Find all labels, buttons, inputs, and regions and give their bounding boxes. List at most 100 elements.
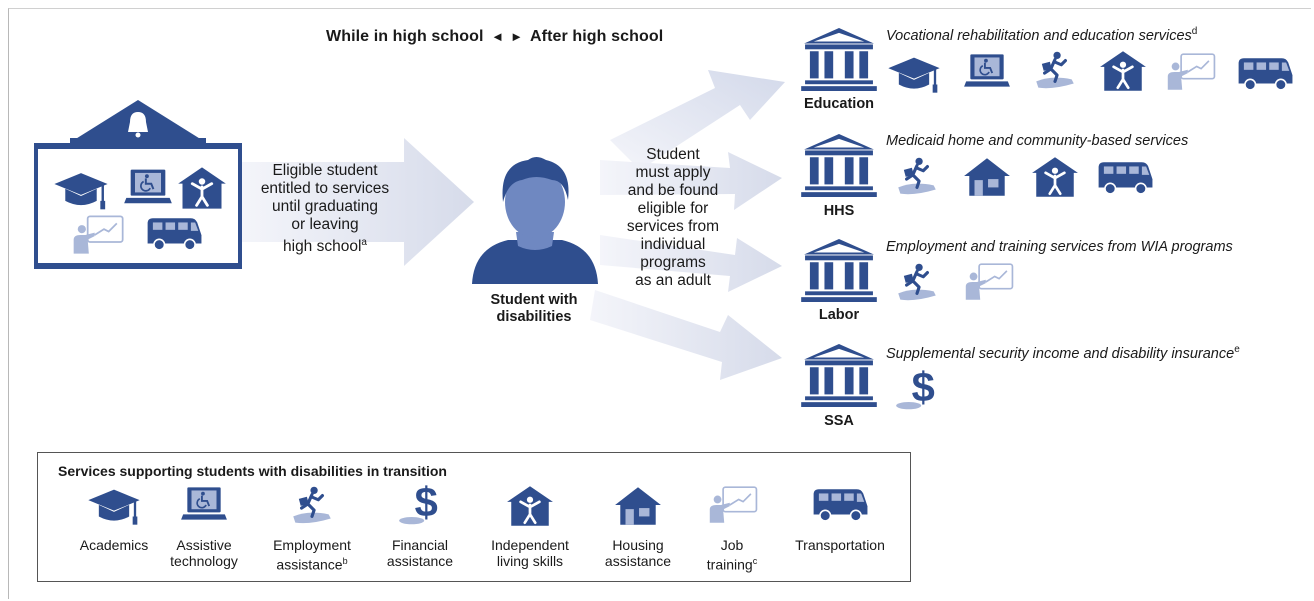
independent-living-icon [176,166,228,210]
header-while-in-school: While in high school [326,28,484,45]
arrow-to-education [610,70,785,170]
transportation-van-icon [1234,54,1296,92]
arrow-to-hhs [600,152,782,210]
right-arrow-icon: ► [510,29,524,44]
footnote-a: a [361,237,367,248]
job-training-icon [68,214,126,256]
legend-title: Services supporting students with disabi… [58,463,447,479]
transportation-van-icon [809,485,871,523]
footnote-d: d [1191,26,1198,37]
legend-label-line: Housing [612,537,664,553]
adult-line: and be found [627,182,719,199]
graduation-cap-icon [886,53,942,95]
legend-item-academics: Academics [74,485,154,553]
flow-line: high school [283,238,362,256]
flow-line: or leaving [291,216,359,233]
bell-icon [128,112,148,132]
education-building-icon [800,27,878,91]
student-label-line: Student with [490,292,578,308]
legend-item-employment-assistance: Employment assistanceb [272,485,352,573]
graduation-cap-icon [86,485,142,527]
footnote-b: b [342,556,348,566]
assistive-technology-icon [179,485,229,523]
arrow-to-labor [600,235,782,292]
legend-item-transportation: Transportation [795,485,885,553]
assistive-technology-icon [962,52,1012,90]
job-training-icon [704,485,760,525]
agency-labor-label: Labor [818,307,860,323]
legend-label-line: Financial [391,537,449,553]
legend-label: Transportation [795,537,885,553]
high-school-building [34,100,242,269]
legend-label-line: assistance [386,553,454,569]
independent-living-icon [505,485,555,527]
legend-label-line: Academics [79,537,149,553]
adult-line: services from [626,218,720,235]
graduation-cap-icon [52,168,110,212]
school-to-student-arrow [240,138,474,266]
financial-assistance-icon [892,366,942,412]
services-text: Supplemental security income and disabil… [886,345,1235,362]
flow-line: entitled to services [260,180,390,197]
adult-line: programs [640,254,706,271]
job-training-icon [960,262,1016,302]
legend-label-line: Assistive [176,537,232,553]
services-legend: Services supporting students with disabi… [37,452,911,582]
agency-hhs-label: HHS [823,203,855,219]
left-arrow-icon: ◄ [491,29,505,44]
hhs-building-icon [800,133,878,197]
legend-label-line: assistance [276,556,343,573]
transportation-van-icon [144,214,204,252]
footnote-e: e [1234,344,1240,355]
services-text: Vocational rehabilitation and education … [886,27,1192,44]
flow-line: Eligible student [272,162,378,179]
housing-icon [613,485,663,527]
labor-services-title: Employment and training services from WI… [886,239,1233,255]
education-services-title: Vocational rehabilitation and education … [886,26,1197,44]
adult-line: must apply [635,164,711,181]
adult-application-text: Student must apply and be found eligible… [613,146,733,290]
adult-line: Student [646,146,700,163]
adult-line: individual [640,236,706,253]
footnote-c: c [752,556,758,566]
employment-assistance-icon [287,485,337,527]
transportation-van-icon [1094,158,1156,196]
legend-label: Academics [80,537,148,553]
job-training-icon [1162,52,1218,92]
employment-assistance-icon [892,156,942,198]
arrow-to-ssa [590,290,782,380]
financial-assistance-icon [395,481,445,527]
legend-label-line: living skills [496,553,564,569]
legend-label-line: training [706,556,753,573]
student-label: Student with disabilities [478,292,590,326]
timeline-header: While in high school ◄ ► After high schoo… [326,28,663,46]
housing-icon [962,156,1012,198]
independent-living-icon [1098,50,1148,92]
ssa-building-icon [800,343,878,407]
legend-label-line: Transportation [795,537,885,553]
adult-line: as an adult [635,272,711,289]
legend-label-line: technology [170,553,238,569]
header-after-school: After high school [529,28,664,45]
employment-assistance-icon [892,262,942,304]
eligible-student-text: Eligible student entitled to services un… [250,162,400,256]
labor-building-icon [800,238,878,302]
adult-line: eligible for [637,200,709,217]
legend-label-line: Employment [273,537,351,553]
agency-ssa-label: SSA [824,413,854,429]
ssa-services-title: Supplemental security income and disabil… [886,344,1240,362]
figure-frame [8,8,1311,599]
assistive-technology-icon [122,167,174,207]
student-label-line: disabilities [496,309,572,325]
student-avatar [472,157,598,284]
